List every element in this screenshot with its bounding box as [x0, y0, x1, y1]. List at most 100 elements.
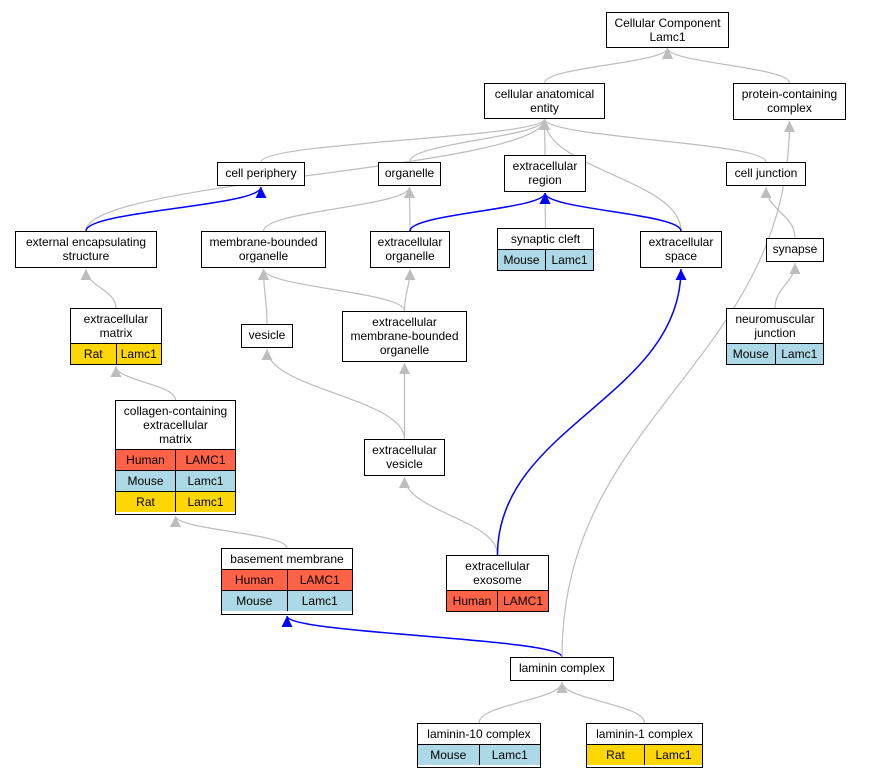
gene-cell: Lamc1 [478, 744, 540, 765]
node-label: laminin-10 complex [427, 727, 531, 741]
edge-org-to-cae [408, 118, 550, 163]
node-label: external encapsulating structure [25, 235, 147, 263]
gene-cell: Lamc1 [175, 470, 235, 492]
node-cae[interactable]: cellular anatomical entity [484, 83, 605, 119]
node-label: extracellular matrix [83, 312, 149, 340]
node-label: laminin-1 complex [596, 727, 693, 741]
gene-cell: Lamc1 [545, 249, 593, 270]
node-label: synapse [772, 242, 818, 256]
edge-lc-to-pcc [561, 120, 795, 658]
edge-ev-to-ves [261, 348, 406, 440]
edge-sc-to-er [539, 192, 551, 229]
node-label: extracellular vesicle [372, 443, 437, 471]
edge-embo-to-eo [403, 268, 416, 312]
edge-embo-to-mbo [258, 268, 406, 312]
edge-bm-to-ccecm [170, 515, 288, 549]
gene-cell: LAMC1 [286, 569, 352, 591]
node-label: synaptic cleft [510, 232, 581, 246]
species-cell: Mouse [418, 744, 479, 765]
edge-cj-to-cae [539, 118, 767, 163]
node-cp[interactable]: cell periphery [217, 162, 305, 186]
node-label: basement membrane [230, 552, 344, 566]
gene-cell: Lamc1 [774, 343, 823, 364]
node-es[interactable]: extracellular space [640, 231, 722, 268]
gene-cell: LAMC1 [497, 590, 548, 611]
edge-mbo-to-org [262, 186, 415, 232]
edge-ecm-to-ees [80, 268, 117, 309]
edge-lc-to-bm [281, 615, 563, 658]
species-cell: Rat [116, 491, 176, 512]
node-label: vesicle [248, 328, 286, 342]
node-cj[interactable]: cell junction [726, 162, 806, 186]
node-syn[interactable]: synapse [766, 238, 824, 262]
species-cell: Rat [71, 343, 116, 364]
node-ees[interactable]: external encapsulating structure [15, 231, 157, 268]
edge-es-to-er [539, 192, 682, 232]
node-ev[interactable]: extracellular vesicle [364, 439, 445, 476]
edge-exo-to-ev [399, 476, 499, 556]
node-er[interactable]: extracellular region [504, 155, 586, 192]
node-label: protein-containing complex [741, 87, 838, 115]
edge-l10-to-lc [478, 681, 568, 724]
edge-cae-to-cc [543, 47, 673, 84]
node-label: organelle [384, 166, 435, 180]
node-embo[interactable]: extracellular membrane-bounded organelle [342, 311, 467, 362]
gene-cell: LAMC1 [175, 449, 235, 471]
species-cell: Mouse [498, 249, 546, 270]
node-cc[interactable]: Cellular Component Lamc1 [606, 12, 729, 48]
node-label: cell periphery [225, 166, 297, 180]
gene-cell: Lamc1 [175, 491, 235, 512]
species-cell: Mouse [727, 343, 775, 364]
node-label: laminin complex [518, 661, 606, 675]
species-cell: Rat [587, 744, 645, 765]
gene-cell: Lamc1 [115, 343, 161, 364]
node-ccecm[interactable]: collagen-containing extracellular matrix… [115, 400, 236, 515]
node-pcc[interactable]: protein-containing complex [733, 83, 846, 120]
node-label: extracellular exosome [465, 559, 530, 587]
node-mbo[interactable]: membrane-bounded organelle [201, 231, 326, 268]
node-ves[interactable]: vesicle [241, 324, 293, 348]
edge-es-to-cae [539, 118, 682, 232]
node-label: extracellular space [648, 235, 714, 263]
node-lc[interactable]: laminin complex [510, 657, 614, 681]
edge-ees-to-cae [85, 118, 550, 232]
node-eo[interactable]: extracellular organelle [370, 231, 450, 268]
node-label: Cellular Component Lamc1 [614, 16, 721, 44]
node-org[interactable]: organelle [378, 162, 441, 186]
species-cell: Human [116, 449, 176, 471]
gene-cell: Lamc1 [644, 744, 702, 765]
edge-ves-to-mbo [258, 268, 270, 325]
node-label: extracellular region [512, 159, 578, 187]
species-cell: Mouse [116, 470, 176, 492]
edge-ccecm-to-ecm [110, 365, 177, 401]
species-cell: Mouse [222, 590, 287, 611]
edge-l1-to-lc [556, 681, 646, 724]
gene-cell: Lamc1 [286, 590, 352, 611]
